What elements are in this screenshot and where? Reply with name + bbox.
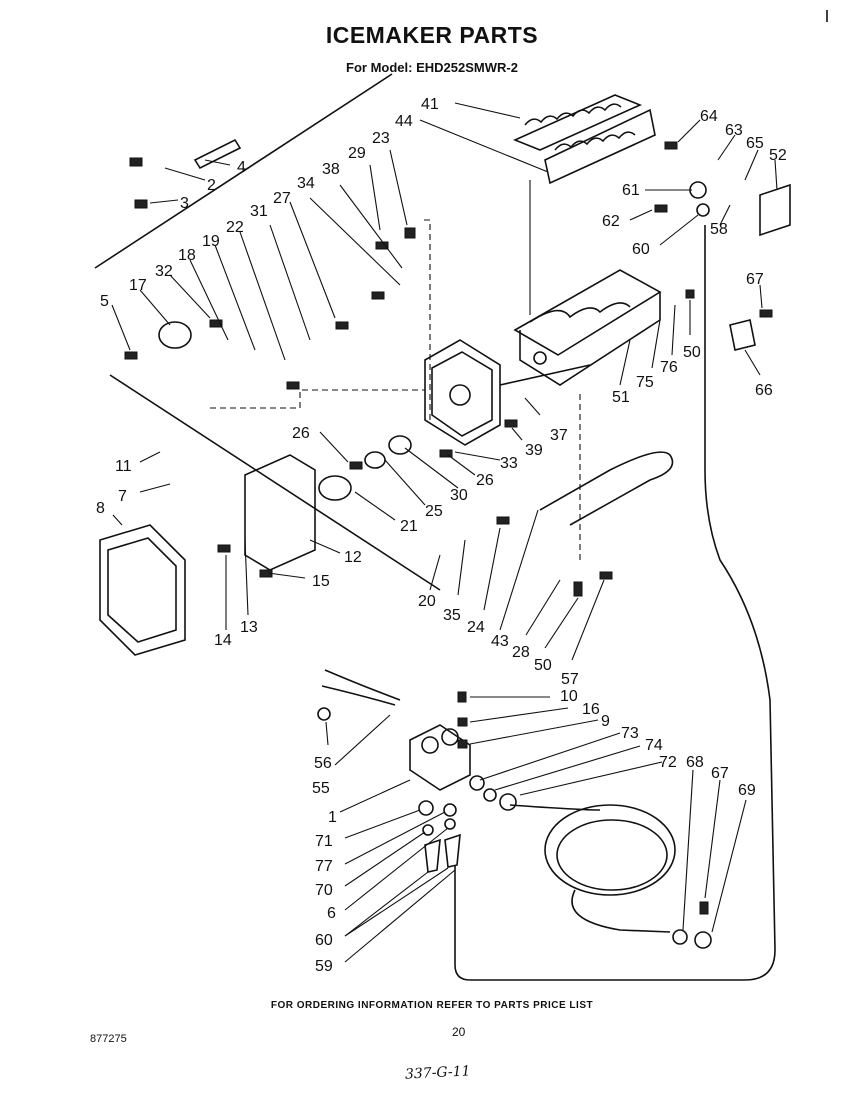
callout-51: 51: [612, 389, 630, 406]
callout-22: 22: [226, 219, 244, 236]
callout-7: 7: [118, 488, 127, 505]
model-subtitle: For Model: EHD252SMWR-2: [346, 60, 518, 75]
control-housing: [424, 339, 501, 446]
callout-60: 60: [632, 241, 650, 258]
callout-16: 16: [582, 701, 600, 718]
callout-44: 44: [395, 113, 413, 130]
callout-73: 73: [621, 725, 639, 742]
callout-43: 43: [491, 633, 509, 650]
callout-1: 1: [328, 809, 337, 826]
callout-34: 34: [297, 175, 315, 192]
callout-50b: 50: [534, 657, 552, 674]
callout-38: 38: [322, 161, 340, 178]
callout-71: 71: [315, 833, 333, 850]
water-valve: [409, 724, 471, 791]
callout-9: 9: [601, 713, 610, 730]
heater-wire: [539, 451, 674, 526]
callout-74: 74: [645, 737, 663, 754]
callout-35: 35: [443, 607, 461, 624]
callout-24: 24: [467, 619, 485, 636]
shutoff-arm: [499, 364, 591, 386]
callout-25: 25: [425, 503, 443, 520]
callout-10: 10: [560, 688, 578, 705]
ordering-note: FOR ORDERING INFORMATION REFER TO PARTS …: [270, 1000, 594, 1011]
callout-31: 31: [250, 203, 268, 220]
front-cover: [99, 524, 186, 656]
frame-line-top: [94, 73, 393, 269]
callout-6: 6: [327, 905, 336, 922]
callout-75: 75: [636, 374, 654, 391]
callout-12: 12: [344, 549, 362, 566]
callout-39: 39: [525, 442, 543, 459]
callout-3: 3: [180, 195, 189, 212]
water-fill-tube: [454, 225, 776, 981]
callout-26: 26: [292, 425, 310, 442]
circuit-board: [244, 454, 316, 571]
callout-30: 30: [450, 487, 468, 504]
callout-55: 55: [312, 780, 330, 797]
callout-61: 61: [622, 182, 640, 199]
callout-17: 17: [129, 277, 147, 294]
wire-dash-2: [420, 219, 431, 420]
callout-15: 15: [312, 573, 330, 590]
callout-58: 58: [710, 221, 728, 238]
ejector-assembly: [512, 94, 656, 185]
callout-37: 37: [550, 427, 568, 444]
coiled-water-tube: [509, 804, 676, 933]
frame-line-bottom: [109, 374, 441, 591]
callout-19: 19: [202, 233, 220, 250]
callout-28: 28: [512, 644, 530, 661]
callout-66: 66: [755, 382, 773, 399]
callout-67b: 67: [711, 765, 729, 782]
handwritten-note: 337-G-11: [404, 1063, 471, 1083]
callout-64: 64: [700, 108, 718, 125]
callout-2: 2: [207, 177, 216, 194]
callout-67: 67: [746, 271, 764, 288]
callout-41: 41: [421, 96, 439, 113]
callout-5: 5: [100, 293, 109, 310]
callout-8: 8: [96, 500, 105, 517]
wire-dash-1: [210, 389, 425, 409]
callout-23: 23: [372, 130, 390, 147]
leader-lines: [111, 102, 778, 963]
callout-77: 77: [315, 858, 333, 875]
callout-18: 18: [178, 247, 196, 264]
callout-20: 20: [418, 593, 436, 610]
callout-33: 33: [500, 455, 518, 472]
valve-harness: [321, 669, 401, 706]
callout-65: 65: [746, 135, 764, 152]
callout-27: 27: [273, 190, 291, 207]
callout-62: 62: [602, 213, 620, 230]
callout-32: 32: [155, 263, 173, 280]
callout-68: 68: [686, 754, 704, 771]
callout-13: 13: [240, 619, 258, 636]
fasteners: [124, 138, 791, 949]
callout-60b: 60: [315, 932, 333, 949]
callout-52: 52: [769, 147, 787, 164]
callout-50: 50: [683, 344, 701, 361]
motor-assembly: [158, 321, 412, 501]
callout-69: 69: [738, 782, 756, 799]
callout-57: 57: [561, 671, 579, 688]
ice-mold: [513, 180, 662, 386]
page-number: 20: [452, 1025, 466, 1039]
page-title: ICEMAKER PARTS: [325, 22, 539, 48]
callout-4: 4: [237, 159, 246, 176]
callout-29: 29: [348, 145, 366, 162]
callout-63: 63: [725, 122, 743, 139]
callout-70: 70: [315, 882, 333, 899]
callout-11: 11: [115, 458, 132, 475]
callout-21: 21: [400, 518, 418, 535]
callout-labels: 41 44 64 63 65 52 29 23 2 4 3 38 34 27 3…: [96, 96, 787, 975]
callout-56: 56: [314, 755, 332, 772]
callout-26b: 26: [476, 472, 494, 489]
callout-72: 72: [659, 754, 677, 771]
callout-76: 76: [660, 359, 678, 376]
callout-14: 14: [214, 632, 232, 649]
document-number: 877275: [90, 1033, 127, 1045]
callout-59: 59: [315, 958, 333, 975]
